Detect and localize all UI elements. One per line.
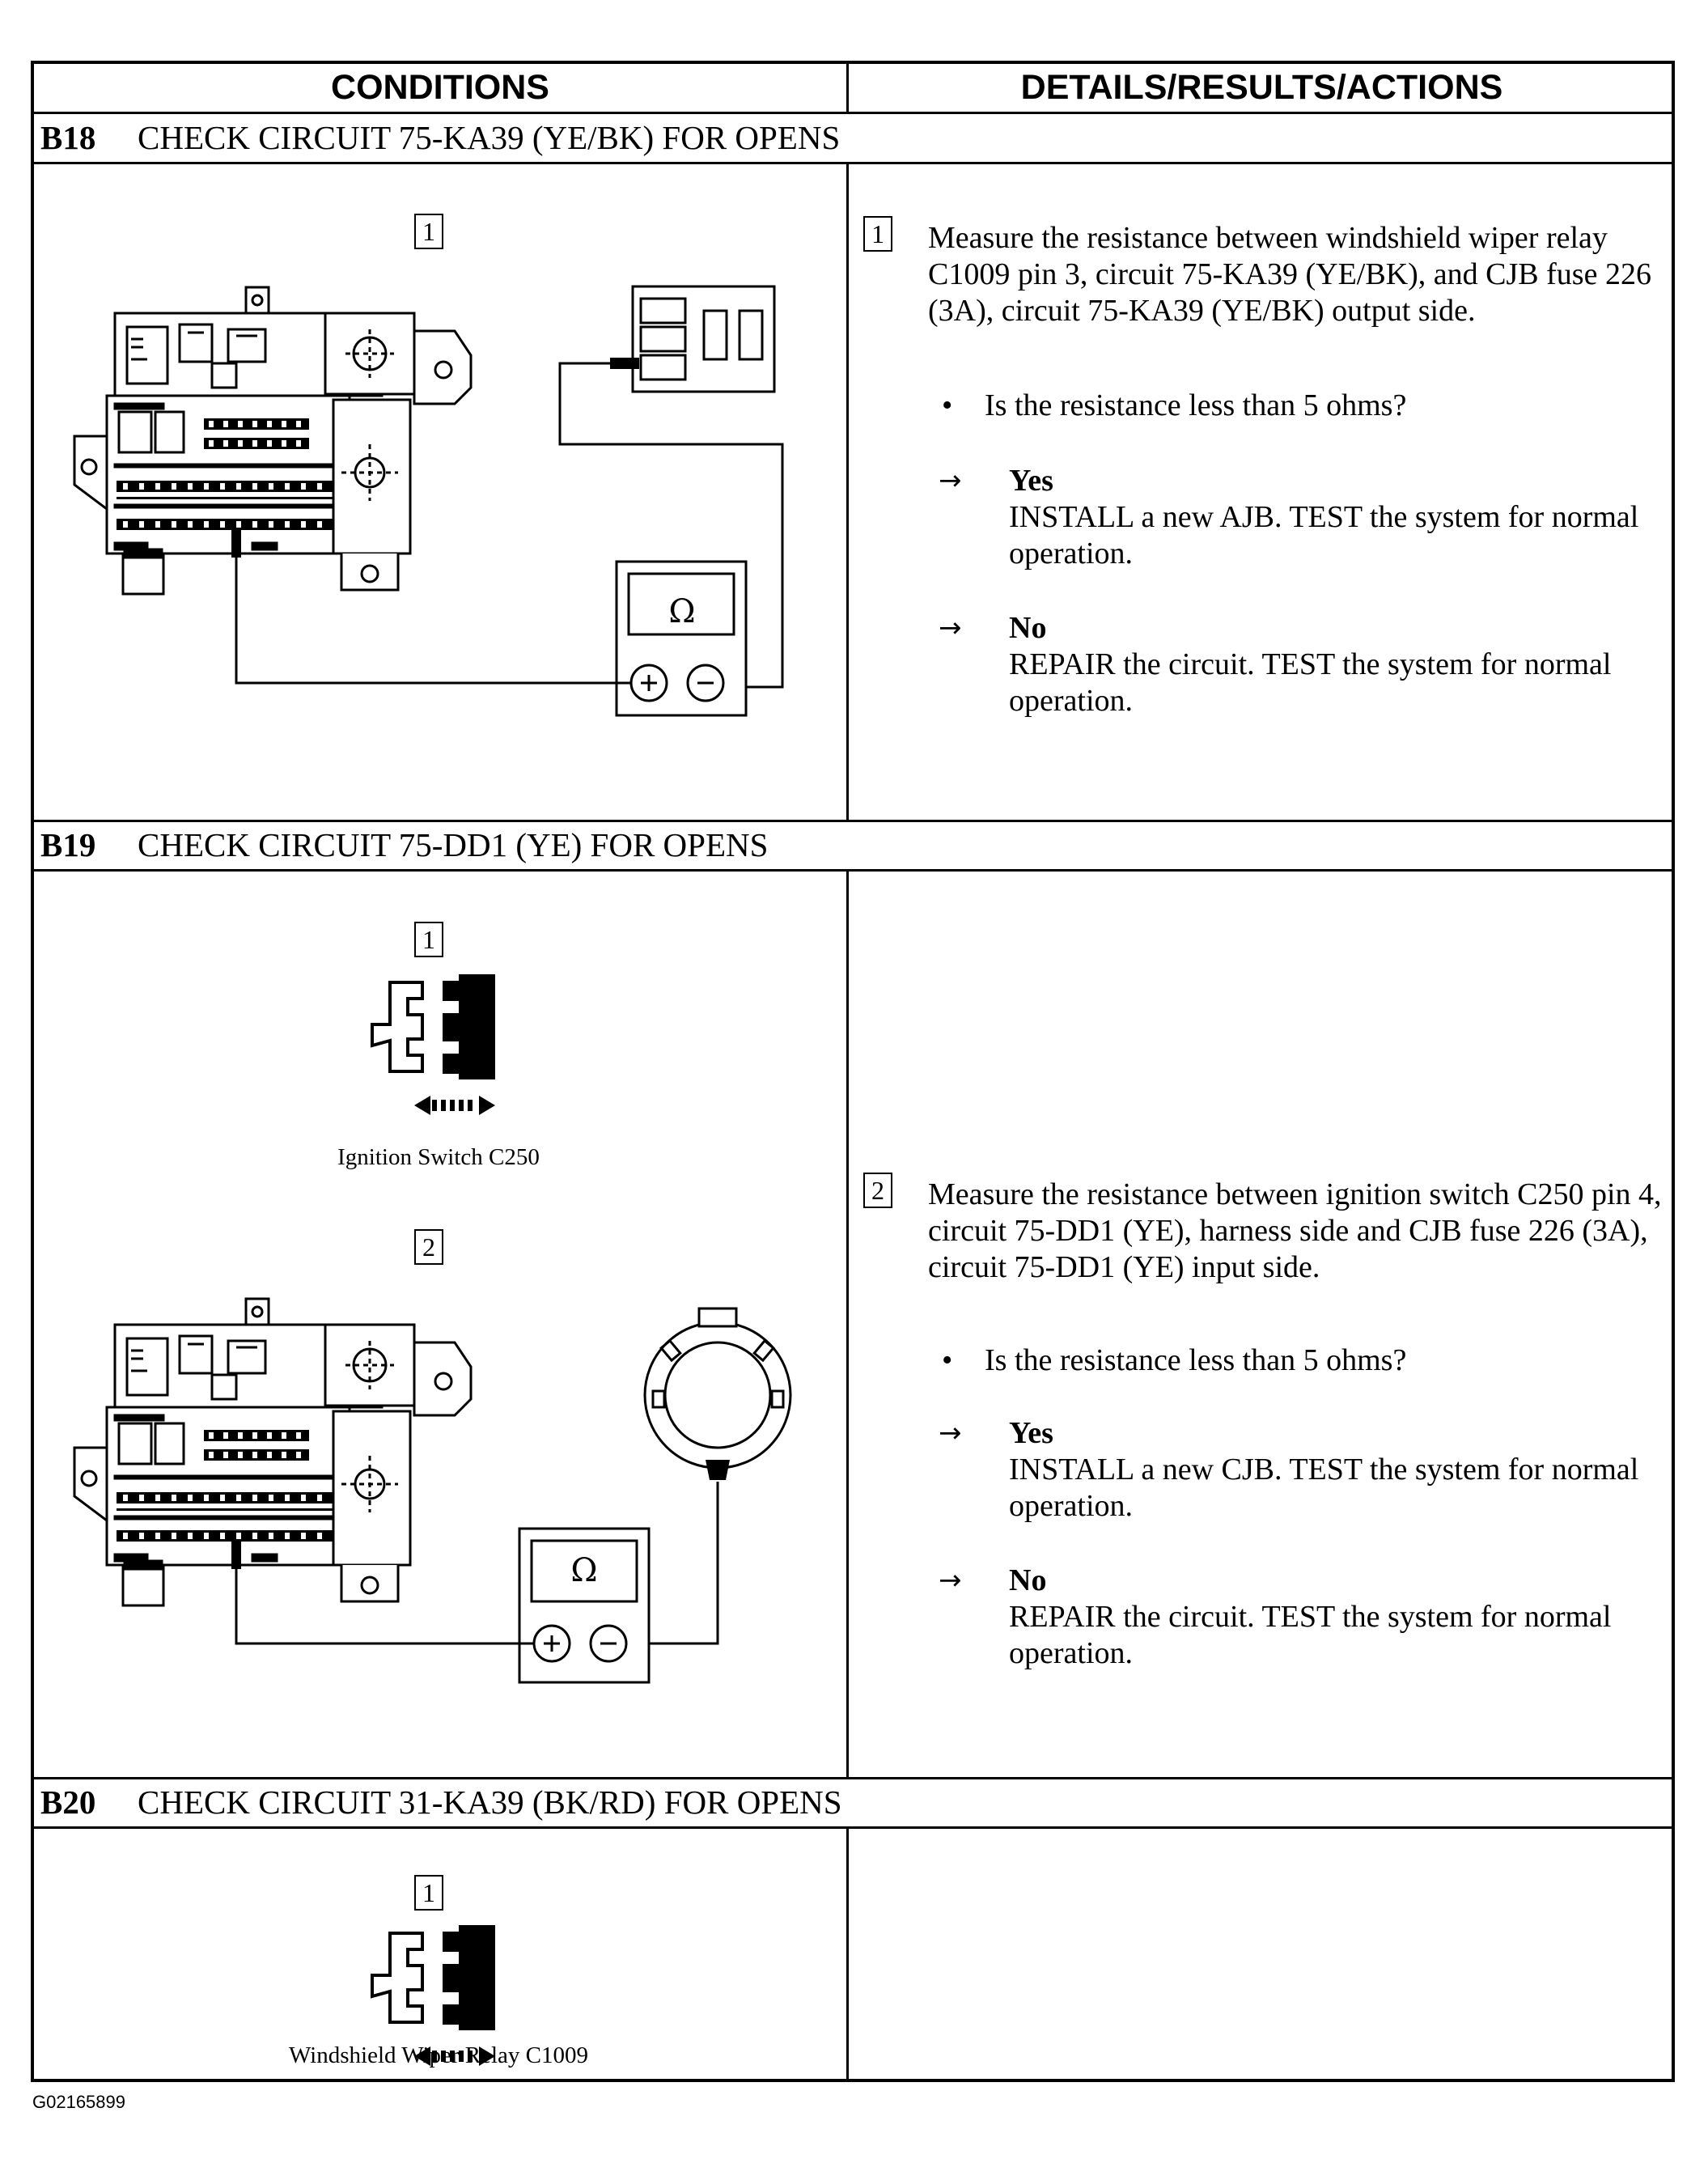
no-action-b18: REPAIR the circuit. TEST the system for … [1009,647,1612,718]
figure-number-b20: 1 [414,1875,443,1911]
step-text-b19: Measure the resistance between ignition … [928,1177,1662,1284]
question-b19: Is the resistance less than 5 ohms? [985,1343,1407,1377]
section-divider [34,820,1672,822]
yes-action-b19: INSTALL a new CJB. TEST the system for n… [1009,1453,1639,1523]
ohm-symbol: Ω [668,593,696,630]
junction-box-drawing [73,1297,473,1607]
header-divider [846,64,849,114]
column-divider [846,162,849,820]
bullet: • [942,388,953,422]
conditions-header: CONDITIONS [331,68,549,107]
arrow-icon: → [939,612,962,644]
details-header: DETAILS/RESULTS/ACTIONS [1020,68,1503,107]
section-divider [34,1826,1672,1829]
figure-caption-b19: Ignition Switch C250 [337,1144,540,1170]
no-action-b19: REPAIR the circuit. TEST the system for … [1009,1600,1612,1670]
figure-code: G02165899 [32,2092,125,2112]
section-divider [34,869,1672,872]
yes-label-b19: Yes [1009,1416,1053,1450]
arrow-icon: → [939,1417,962,1449]
question-b18: Is the resistance less than 5 ohms? [985,388,1407,422]
b19-wiring-diagram [73,1297,792,1684]
figure-caption-b20: Windshield Wiper Relay C1009 [288,2042,589,2068]
yes-label-b18: Yes [1009,464,1053,498]
step-number-b19: 2 [863,1173,892,1208]
b18-wiring-diagram [73,285,784,717]
section-divider [34,1777,1672,1779]
figure-number-b19-1: 1 [414,922,443,957]
column-divider [846,1826,849,2082]
connector-drawing [371,973,497,1117]
arrow-icon: → [939,1564,962,1597]
arrow-icon: → [939,464,962,497]
step-number-b18: 1 [863,216,892,252]
figure-number-b19-2: 2 [414,1229,443,1265]
no-label-b19: No [1009,1563,1047,1597]
junction-box-drawing [73,286,473,596]
no-label-b18: No [1009,611,1047,645]
bullet: • [942,1343,953,1377]
yes-action-b18: INSTALL a new AJB. TEST the system for n… [1009,500,1639,570]
ohm-symbol: Ω [570,1552,598,1589]
section-divider [34,162,1672,164]
step-text-b18: Measure the resistance between windshiel… [928,221,1651,328]
figure-number-b18: 1 [414,214,443,249]
column-divider [846,869,849,1777]
table-header: CONDITIONS DETAILS/RESULTS/ACTIONS [34,64,1672,114]
